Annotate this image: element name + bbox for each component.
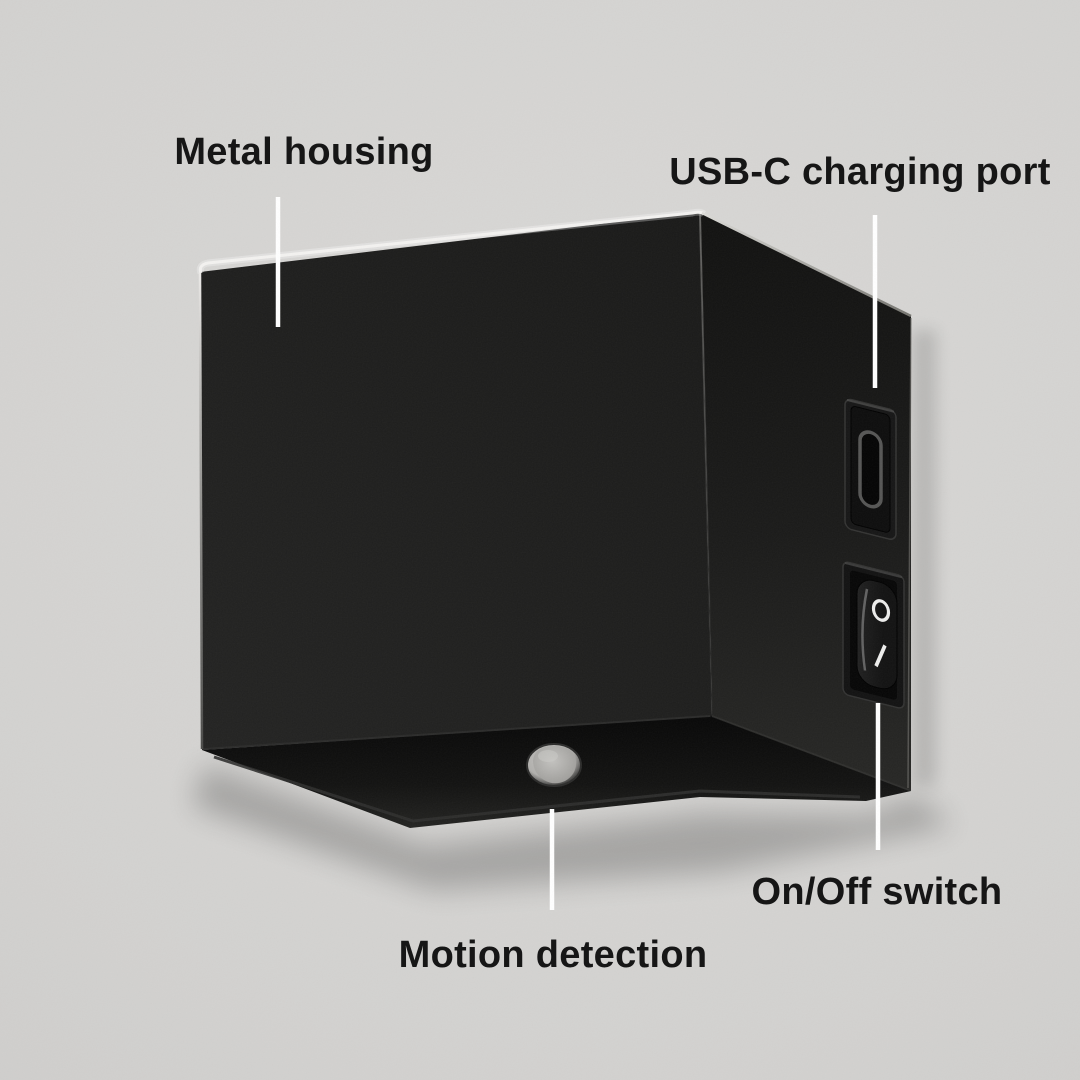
callout-label-on-off-switch: On/Off switch xyxy=(751,871,1003,913)
callout-label-usb-c-charging-port: USB-C charging port xyxy=(669,151,1051,193)
callout-label-motion-detection: Motion detection xyxy=(398,934,708,976)
callout-label-metal-housing: Metal housing xyxy=(174,131,434,173)
